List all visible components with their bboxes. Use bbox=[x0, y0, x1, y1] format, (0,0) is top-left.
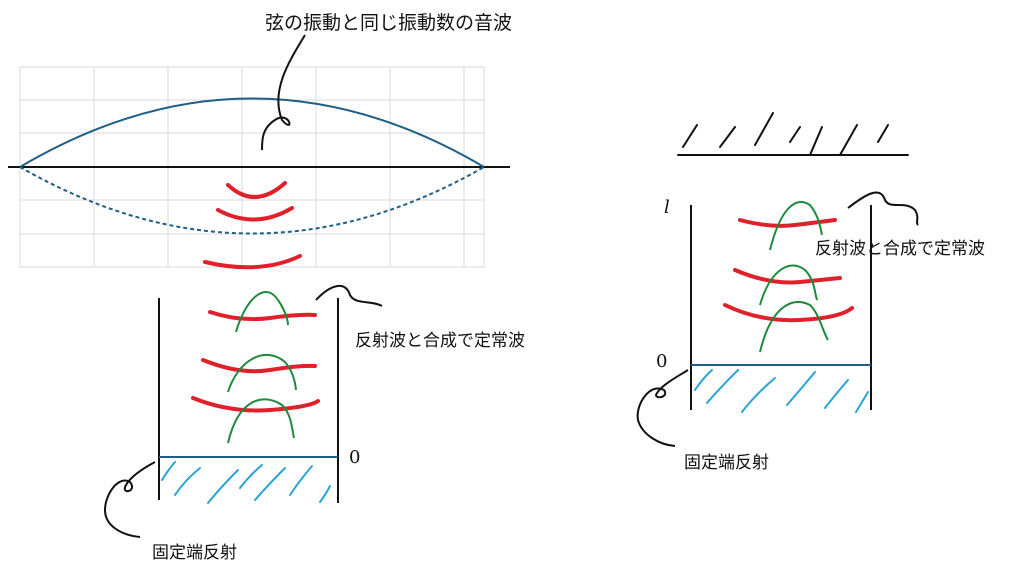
standing-wave-label-right: 反射波と合成で定常波 bbox=[815, 239, 985, 259]
length-label-right: l bbox=[664, 197, 670, 218]
sound-waves-right bbox=[723, 218, 854, 323]
standing-waves-left bbox=[227, 291, 297, 444]
sound-wave-label: 弦の振動と同じ振動数の音波 bbox=[265, 12, 513, 34]
pointer-line-top bbox=[261, 34, 306, 151]
standing-wave-label-left: 反射波と合成で定常波 bbox=[355, 331, 525, 351]
water-hatch-right bbox=[694, 369, 869, 413]
water-hatch-left bbox=[161, 461, 331, 504]
pointer-line-left-standing bbox=[315, 285, 383, 307]
pointer-line-right-fixed bbox=[636, 369, 689, 447]
pointer-line-right-standing bbox=[847, 191, 919, 226]
zero-label-right: 0 bbox=[656, 351, 668, 372]
fixed-end-label-right: 固定端反射 bbox=[684, 453, 769, 473]
tube-right bbox=[690, 205, 872, 410]
string-upper bbox=[19, 97, 485, 168]
string-lower bbox=[19, 166, 485, 235]
zero-label-left: 0 bbox=[349, 447, 361, 468]
ceiling-hatch-right bbox=[677, 112, 909, 156]
fixed-end-label-left: 固定端反射 bbox=[152, 543, 237, 563]
sound-waves-left bbox=[191, 181, 320, 413]
standing-waves-right bbox=[759, 201, 829, 353]
pointer-line-left-fixed bbox=[103, 461, 156, 538]
tube-left bbox=[158, 298, 339, 503]
